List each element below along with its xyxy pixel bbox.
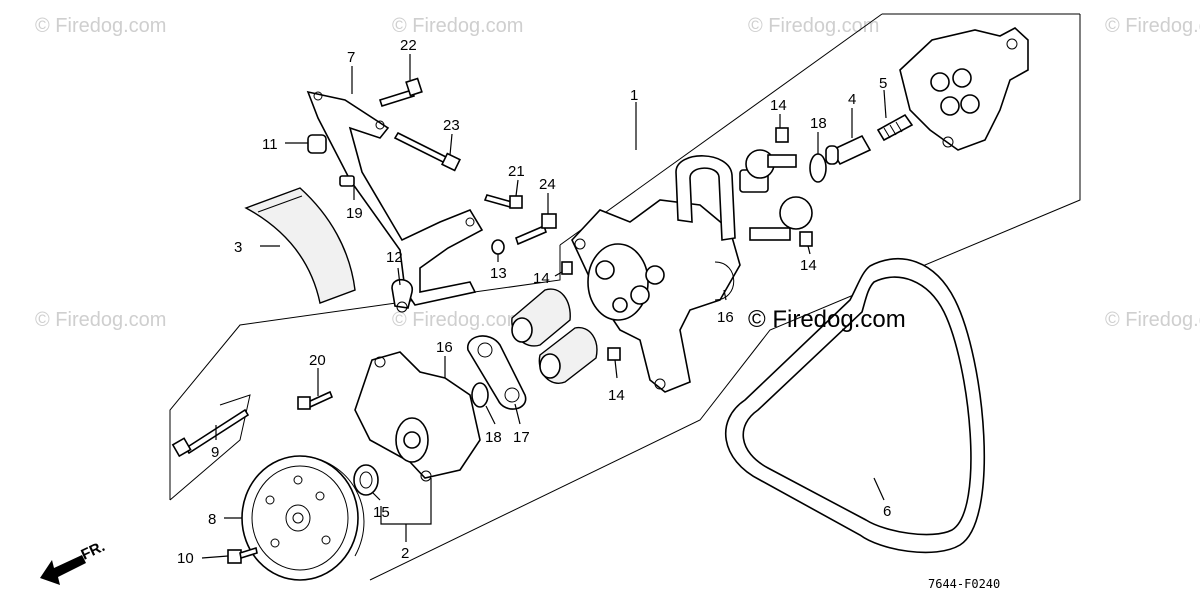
callout-2: 2 [401,545,409,562]
callout-13: 13 [490,265,507,282]
callouts: 1 2 3 4 5 6 7 8 9 10 11 12 13 14 14 14 1… [177,37,891,567]
pump-body-part-1 [571,155,741,393]
callout-14-bottom: 14 [608,387,625,404]
pulley-part-8 [227,455,365,581]
watermark-top-2: © Firedog.com [392,15,523,37]
watermark-top-4: © Firedog.com [1105,15,1200,37]
callout-20: 20 [309,352,326,369]
callout-1: 1 [630,87,638,104]
callout-9: 9 [211,444,219,461]
rotor-parts [511,288,598,384]
callout-11: 11 [262,136,278,153]
cover-part-3 [244,187,356,304]
callout-3: 3 [234,239,242,256]
callout-16-left: 16 [436,339,453,356]
callout-14-top: 14 [770,97,787,114]
watermark-mid-4: © Firedog.com [1105,309,1200,331]
watermark-top-3: © Firedog.com [748,15,879,37]
callout-22: 22 [400,37,417,54]
callout-16-right: 16 [717,309,734,326]
callout-17: 17 [513,429,530,446]
housing-upper [561,27,1029,361]
fasteners-upper [307,77,557,313]
callout-7: 7 [347,49,355,66]
callout-18-top: 18 [810,115,827,132]
front-direction-indicator: FR. [40,538,108,585]
callout-8: 8 [208,511,216,528]
callout-21: 21 [508,163,525,180]
callout-19: 19 [346,205,363,222]
leader-lines [201,54,887,559]
assembly-outline [169,13,1081,581]
callout-18-bottom: 18 [485,429,502,446]
direction-label: FR. [79,538,108,564]
callout-12: 12 [386,249,403,266]
brand-overlay: © Firedog.com [748,306,906,333]
watermark-mid-1: © Firedog.com [35,309,166,331]
gasket-part-17 [467,335,527,410]
callout-4: 4 [848,91,856,108]
bolts-lower [171,390,334,458]
callout-14-left: 14 [533,270,550,287]
watermarks: © Firedog.com © Firedog.com © Firedog.co… [35,15,1200,331]
belt-part-6 [724,257,986,554]
callout-15: 15 [373,504,390,521]
bracket-part-7 [306,90,484,306]
callout-14-right: 14 [800,257,817,274]
callout-5: 5 [879,75,887,92]
callout-24: 24 [539,176,556,193]
callout-10: 10 [177,550,194,567]
diagram-code: 7644-F0240 [928,577,1000,591]
callout-6: 6 [883,503,891,520]
watermark-mid-2: © Firedog.com [392,309,523,331]
arrow-icon [40,555,86,585]
watermark-top-1: © Firedog.com [35,15,166,37]
callout-23: 23 [443,117,460,134]
pump-cover-part-2 [353,351,481,496]
